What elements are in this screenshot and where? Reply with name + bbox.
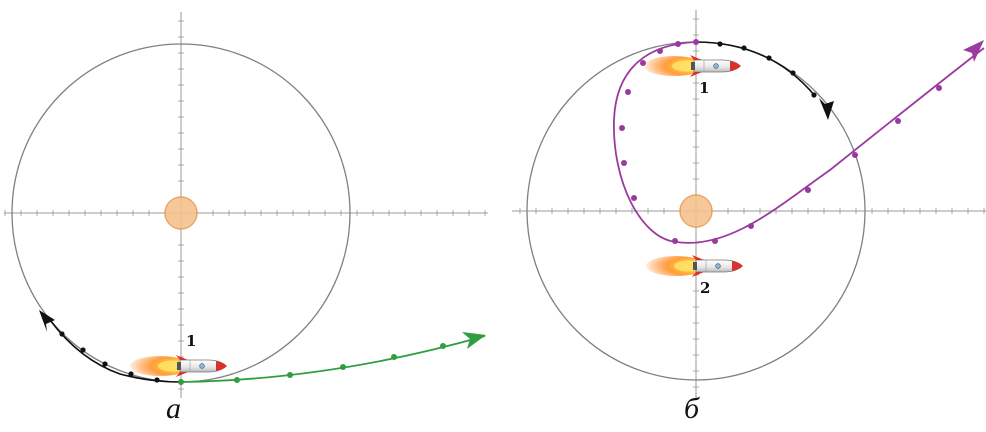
escape-points <box>178 343 446 385</box>
transfer-point <box>625 89 631 95</box>
orbit-point <box>128 371 134 377</box>
rocket-icon <box>129 354 228 378</box>
orbit-point <box>741 45 747 51</box>
transfer-point <box>748 223 754 229</box>
transfer-point <box>631 195 637 201</box>
transfer-point <box>672 238 678 244</box>
transfer-point <box>657 48 663 54</box>
orbit-point <box>80 347 86 353</box>
panel-b: 1 2 <box>512 10 986 398</box>
arrowhead-icon <box>462 332 486 349</box>
panel-caption-b: б <box>684 392 700 425</box>
rocket-label: 1 <box>699 79 709 97</box>
orbit-point <box>717 41 723 47</box>
arrowhead-icon <box>819 98 834 120</box>
rocket-label: 2 <box>700 279 710 297</box>
escape-point <box>287 372 293 378</box>
escape-point <box>440 343 446 349</box>
panel-caption-a: а <box>166 392 181 425</box>
escape-point <box>391 354 397 360</box>
orbit-arc-path <box>695 41 816 97</box>
orbit-point <box>59 331 65 337</box>
orbit-arc-path <box>49 319 182 383</box>
rocket-label: 1 <box>186 332 196 350</box>
orbit-points <box>59 331 160 383</box>
transfer-point <box>693 39 699 45</box>
escape-point <box>234 377 240 383</box>
transfer-point <box>936 85 942 91</box>
orbit-point <box>766 55 772 61</box>
transfer-point <box>621 160 627 166</box>
transfer-point <box>619 125 625 131</box>
x-axis <box>4 210 488 216</box>
orbit-point <box>790 70 796 76</box>
panel-a: 1 <box>4 12 488 398</box>
orbit-point <box>154 377 160 383</box>
transfer-points <box>619 39 942 244</box>
transfer-point <box>895 118 901 124</box>
arrowhead-icon <box>963 40 984 62</box>
orbit-point <box>102 361 108 367</box>
arrowhead-icon <box>39 310 55 332</box>
transfer-point <box>675 41 681 47</box>
rocket-icon <box>643 54 742 78</box>
orbit-points <box>717 41 817 98</box>
transfer-point <box>805 187 811 193</box>
rocket-icon <box>645 254 744 278</box>
sun-icon <box>164 196 198 230</box>
transfer-path <box>613 41 985 244</box>
orbit-point <box>811 92 817 98</box>
sun-icon <box>679 194 713 228</box>
escape-point <box>340 364 346 370</box>
escape-point <box>178 379 184 385</box>
transfer-point <box>712 238 718 244</box>
transfer-point <box>852 152 858 158</box>
x-axis <box>512 208 986 214</box>
